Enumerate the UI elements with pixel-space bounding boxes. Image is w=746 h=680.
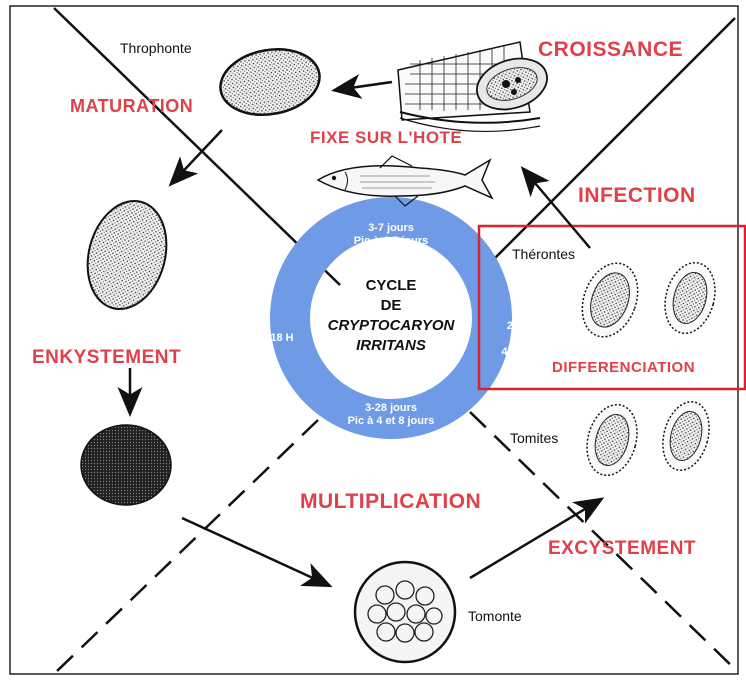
maturing-cell-drawing — [76, 192, 178, 318]
ring-left-duration: 18 H — [267, 332, 297, 345]
label-fixe-sur-hote: FIXE SUR L'HOTE — [310, 128, 462, 148]
label-maturation: MATURATION — [70, 96, 193, 117]
tomite-drawing-2 — [656, 396, 717, 475]
label-multiplication: MULTIPLICATION — [300, 490, 481, 514]
tomonte-drawing — [355, 562, 455, 662]
host-tissue-drawing — [398, 42, 554, 131]
center-line-4: IRRITANS — [301, 336, 481, 356]
ring-top-duration: 3-7 jours Pic à 4-5 jours — [331, 222, 451, 248]
label-therontes: Thérontes — [512, 246, 575, 262]
arrow-throphonte-to-maturation — [172, 130, 222, 183]
arrow-tissue-to-throphonte — [336, 82, 392, 90]
label-excystement: EXCYSTEMENT — [548, 538, 696, 560]
label-infection: INFECTION — [578, 184, 696, 208]
label-tomonte: Tomonte — [468, 608, 522, 624]
ring-right-duration: 24 à 48 H — [501, 320, 525, 359]
tomite-drawing-1 — [580, 399, 645, 481]
arrow-cyst-to-tomonte — [182, 518, 328, 585]
encysted-cell-drawing — [81, 425, 171, 505]
label-tomites: Tomites — [510, 430, 558, 446]
theronte-drawing-2 — [658, 257, 723, 339]
cycle-center-title: CYCLE DE CRYPTOCARYON IRRITANS — [301, 276, 481, 356]
label-differenciation: DIFFERENCIATION — [552, 359, 695, 376]
arrow-therontes-to-host — [524, 170, 590, 248]
throphonte-drawing — [215, 42, 325, 122]
theronte-drawing-1 — [573, 255, 648, 344]
label-throphonte: Throphonte — [120, 40, 192, 56]
label-enkystement: ENKYSTEMENT — [32, 347, 181, 369]
center-line-2: DE — [301, 296, 481, 316]
center-line-1: CYCLE — [301, 276, 481, 296]
label-croissance: CROISSANCE — [538, 38, 683, 62]
ring-bottom-duration: 3-28 jours Pic à 4 et 8 jours — [331, 402, 451, 428]
center-line-3: CRYPTOCARYON — [301, 316, 481, 336]
